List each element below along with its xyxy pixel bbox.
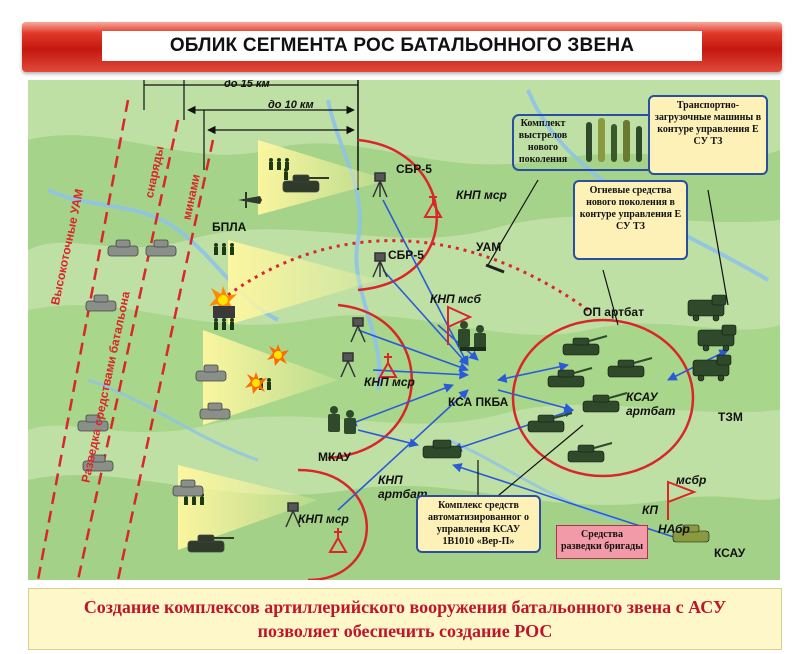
- conclusion-line-2: позволяет обеспечить создание РОС: [257, 621, 553, 641]
- label-ksau: КСАУ: [714, 546, 746, 560]
- terrain-forest-1: [28, 135, 780, 250]
- battle-map: до 15 км до 10 км Высокоточные УАМ снаря…: [28, 80, 780, 580]
- enemy-vehicles: [77, 174, 329, 553]
- label-ksau-artbat: КСАУ артбат: [626, 390, 676, 418]
- callout-pointers: [477, 179, 729, 501]
- label-sbr5-top: СБР-5: [396, 162, 432, 176]
- label-kp: КП: [642, 503, 659, 517]
- uam-projectile: [485, 263, 505, 274]
- label-knp-msb: КНП мсб: [430, 292, 481, 306]
- own-vehicles: [422, 335, 710, 543]
- tzm-trucks: [687, 294, 737, 382]
- operators: [328, 321, 486, 434]
- callout-sredstva: Средства разведки бригады: [556, 525, 648, 559]
- label-ksa-pkba: КСА ПКБА: [448, 395, 509, 409]
- conclusion-line-1: Создание комплексов артиллерийского воор…: [83, 597, 727, 617]
- callout-komplekt: Комплект выстрелов нового поколения: [518, 118, 568, 165]
- callout-ognevye: Огневые средства нового поколения в конт…: [573, 180, 688, 260]
- label-sbr5-mid: СБР-5: [388, 248, 424, 262]
- knp-flags: [328, 193, 697, 553]
- label-msbr: мсбр: [676, 473, 707, 487]
- conclusion-panel: Создание комплексов артиллерийского воор…: [28, 588, 782, 650]
- label-bpla: БПЛА: [212, 220, 247, 234]
- zone-line-snaryady: [76, 119, 180, 580]
- page-title: ОБЛИК СЕГМЕНТА РОС БАТАЛЬОННОГО ЗВЕНА: [102, 31, 702, 61]
- label-nabr: НАбр: [658, 522, 690, 536]
- distance-15km: до 15 км: [224, 80, 270, 90]
- arc-msr-mid: [327, 303, 413, 460]
- label-knp-msr-mid: КНП мср: [364, 375, 415, 389]
- radar-beam-3: [203, 330, 338, 425]
- arc-msr-bot: [297, 468, 368, 580]
- label-op-artbat: ОП артбат: [583, 305, 644, 319]
- label-uam: УАМ: [476, 240, 502, 254]
- title-banner: ОБЛИК СЕГМЕНТА РОС БАТАЛЬОННОГО ЗВЕНА: [22, 22, 782, 72]
- distance-10km: до 10 км: [268, 99, 314, 111]
- label-tzm: ТЗМ: [718, 410, 743, 424]
- ammo-shells: [586, 118, 642, 162]
- explosions: [209, 286, 289, 394]
- bpla-drone: [238, 192, 262, 208]
- label-mkau: МКАУ: [318, 450, 351, 464]
- label-knp-msr-bot: КНП мср: [298, 512, 349, 526]
- callout-kompleks: Комплекс средств автоматизированног о уп…: [416, 495, 541, 553]
- radar-beam-4: [178, 465, 318, 550]
- label-knp-msr-top: КНП мср: [456, 188, 507, 202]
- callout-transport: Транспортно-загрузочные машины в контуре…: [648, 95, 768, 175]
- uam-trajectory: [227, 239, 589, 312]
- sbr5-radars: [285, 172, 388, 528]
- label-knp-artbat: КНП артбат: [378, 473, 428, 501]
- radar-beam-2: [228, 240, 378, 325]
- zone-line-uam: [36, 99, 130, 580]
- arc-msr-top: [357, 138, 438, 292]
